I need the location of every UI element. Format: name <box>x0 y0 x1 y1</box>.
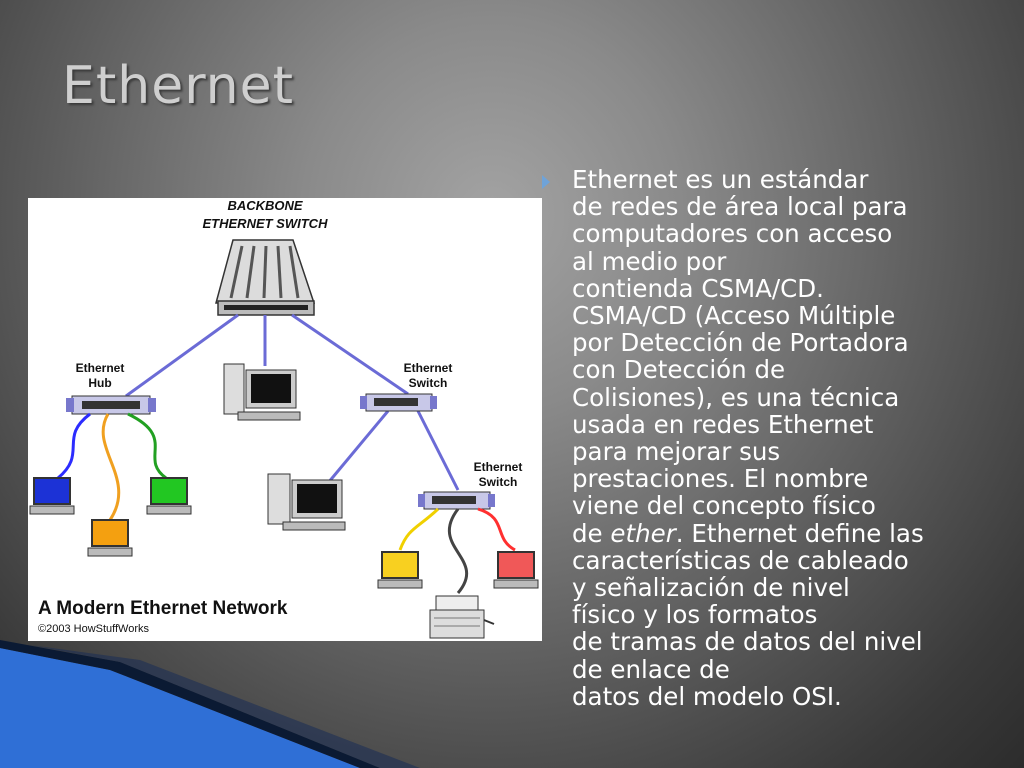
printer-icon <box>429 595 495 639</box>
switch1-label-1: Ethernet <box>404 361 453 375</box>
bullet-line: viene del concepto físico <box>572 491 876 521</box>
bullet-line: por Detección de Portadora <box>572 328 909 358</box>
bullet-line: es un estándar <box>677 165 869 194</box>
desktop-computer-icon-2 <box>267 473 346 531</box>
backbone-label-2: ETHERNET SWITCH <box>203 216 329 231</box>
ethernet-switch-icon <box>360 393 437 412</box>
backbone-switch-icon <box>215 239 316 316</box>
ethernet-switch-icon-2 <box>418 491 495 510</box>
bullet-line: contienda CSMA/CD. <box>572 273 824 303</box>
bullet-line: CSMA/CD (Acceso Múltiple <box>572 301 896 331</box>
bullet-line: Colisiones), es una técnica <box>572 382 900 412</box>
bullet-line: computadores con acceso <box>572 219 893 249</box>
bullet-line: de redes de área local para <box>572 192 908 222</box>
bullet-line: al medio por <box>572 246 727 276</box>
bullet-line: características de cableado <box>572 545 909 575</box>
bullet-arrow-icon <box>542 175 550 189</box>
bullet-line: . Ethernet define las <box>675 518 924 548</box>
red-laptop-icon <box>493 551 539 589</box>
bullet-line: datos del modelo OSI. <box>572 681 842 711</box>
backbone-label-1: BACKBONE <box>227 198 302 213</box>
switch1-label-2: Switch <box>409 376 448 390</box>
slide-title: Ethernet <box>62 56 294 116</box>
bullet-line: con Detección de <box>572 355 786 385</box>
bullet-line: usada en redes Ethernet <box>572 409 874 439</box>
ethernet-hub-icon <box>66 395 156 415</box>
bullet-line: de <box>572 518 611 548</box>
bullet-paragraph: Ethernet es un estándar de redes de área… <box>542 165 1002 711</box>
bullet-line: y señalización de nivel <box>572 573 850 603</box>
bullet-line: prestaciones. El nombre <box>572 464 869 494</box>
bullet-line: físico y los formatos <box>572 600 818 630</box>
orange-laptop-icon <box>87 519 133 557</box>
yellow-laptop-icon <box>377 551 423 589</box>
switch2-label-2: Switch <box>479 475 518 489</box>
hub-label-1: Ethernet <box>76 361 125 375</box>
blue-laptop-icon <box>29 477 75 515</box>
network-figure: BACKBONE ETHERNET SWITCH Ethernet Hub <box>28 198 542 641</box>
bullet-lead-word: Ethernet <box>572 165 678 194</box>
green-laptop-icon <box>146 477 192 515</box>
switch2-label-1: Ethernet <box>474 460 523 474</box>
hub-label-2: Hub <box>88 376 111 390</box>
bullet-line: de tramas de datos del nivel <box>572 627 923 657</box>
figure-copyright: ©2003 HowStuffWorks <box>38 623 150 635</box>
ether-word: ether <box>610 518 676 548</box>
desktop-computer-icon <box>223 363 301 421</box>
bullet-line: para mejorar sus <box>572 437 781 467</box>
bullet-line: de enlace de <box>572 654 730 684</box>
figure-caption: A Modern Ethernet Network <box>38 598 288 619</box>
